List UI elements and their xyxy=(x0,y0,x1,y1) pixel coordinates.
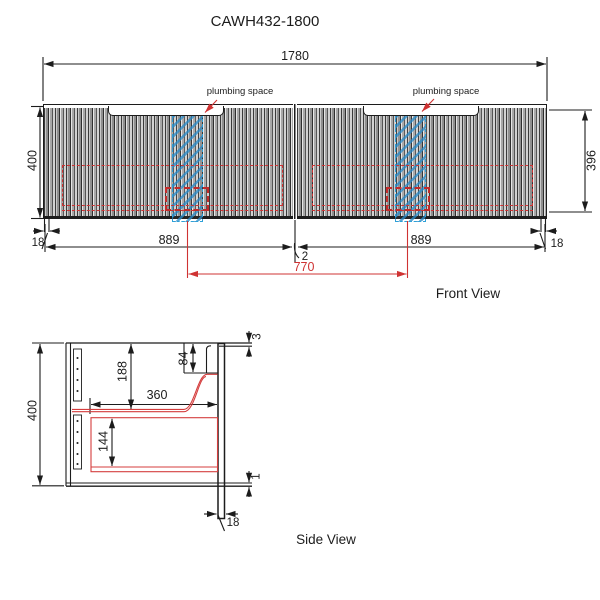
handle-notch-right xyxy=(363,105,479,116)
dim-leg-right: 18 xyxy=(550,238,564,250)
plumbing-cutout-right xyxy=(386,187,430,211)
plumbing-space-label-right: plumbing space xyxy=(412,86,480,97)
dim-door-width-left: 889 xyxy=(158,233,180,247)
drawing-title: CAWH432-1800 xyxy=(210,13,320,30)
dim-panel-thickness: 18 xyxy=(226,517,240,529)
dim-top-to-shelf: 188 xyxy=(115,361,130,382)
dim-drawer-height: 144 xyxy=(96,431,111,452)
dim-plumbing-recess: 84 xyxy=(176,351,191,366)
dim-bottom-clearance: 1 xyxy=(250,473,263,480)
front-view-caption: Front View xyxy=(435,286,501,301)
dim-center-gap: 2 xyxy=(301,251,309,263)
side-view-outline xyxy=(32,331,253,532)
plumbing-space-label-left: plumbing space xyxy=(206,86,274,97)
plumbing-space-hatch-right xyxy=(395,114,426,222)
door-gap-divider xyxy=(293,104,297,219)
dim-front-height-right: 396 xyxy=(584,150,599,171)
dim-leg-left: 18 xyxy=(31,237,45,249)
dim-top-clearance: 3 xyxy=(251,333,264,340)
dim-internal-depth: 360 xyxy=(146,388,168,402)
drawer-slide-holes xyxy=(76,356,79,466)
dim-door-width-right: 889 xyxy=(410,233,432,247)
dim-side-height: 400 xyxy=(25,400,40,421)
dim-plumbing-centres: 770 xyxy=(293,260,315,274)
plumbing-cutout-left xyxy=(165,187,209,211)
drawer-outline-left xyxy=(62,165,283,206)
drawer-outline-right xyxy=(312,165,533,206)
handle-notch-left xyxy=(108,105,224,116)
dim-overall-width: 1780 xyxy=(281,49,309,63)
dim-front-height-left: 400 xyxy=(25,150,40,171)
side-view-caption: Side View xyxy=(296,532,356,547)
